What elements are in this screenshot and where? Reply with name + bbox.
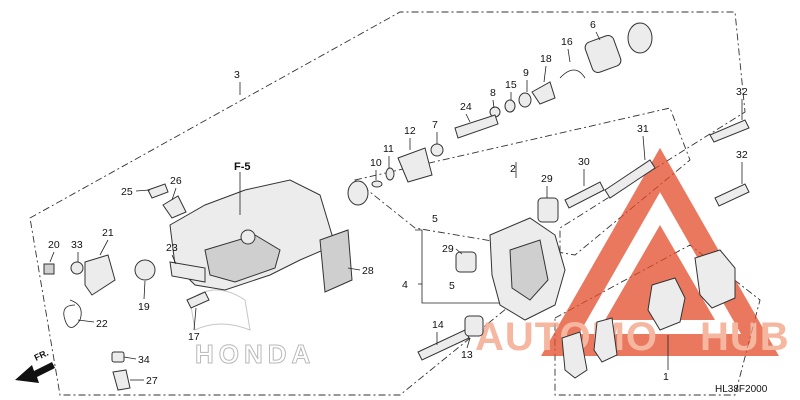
diagram-code: HL38F2000 — [715, 384, 768, 395]
part-label-20: 20 — [48, 239, 60, 251]
part-label-22: 22 — [96, 318, 108, 330]
part-label-23: 23 — [166, 242, 178, 254]
part-label-14: 14 — [432, 319, 444, 331]
part-label-19: 19 — [138, 301, 150, 313]
part-label-9: 9 — [523, 67, 529, 79]
part-label-30: 30 — [578, 156, 590, 168]
part-label-33: 33 — [71, 239, 83, 251]
front-direction-arrow: FR. — [15, 348, 55, 383]
part-label-6: 6 — [590, 19, 596, 31]
section-reference: F-5 — [234, 161, 251, 173]
part-label-31: 31 — [637, 123, 649, 135]
part-label-1: 1 — [663, 371, 669, 383]
direction-label: FR. — [33, 348, 50, 363]
part-label-25: 25 — [121, 186, 133, 198]
leader-lines — [49, 31, 743, 381]
part-label-13: 13 — [461, 349, 473, 361]
part-label-3: 3 — [234, 69, 240, 81]
part-label-24: 24 — [460, 101, 472, 113]
part-label-29a: 29 — [541, 173, 553, 185]
part-label-5a: 5 — [432, 213, 438, 225]
assembly-bracket-5 — [415, 229, 520, 304]
honda-wordmark: HONDA — [195, 339, 315, 369]
watermark-text-right: HUB — [700, 315, 790, 359]
caliper-bracket-body — [169, 179, 336, 291]
part-label-16: 16 — [561, 36, 573, 48]
honda-brand-mark: HONDA — [189, 289, 315, 370]
part-label-10: 10 — [370, 157, 382, 169]
part-label-26: 26 — [170, 175, 182, 187]
brake-pads — [561, 249, 736, 379]
part-label-17: 17 — [188, 331, 200, 343]
caliper-body — [489, 217, 566, 321]
part-label-34: 34 — [138, 354, 150, 366]
piston-assembly — [347, 22, 653, 206]
part-label-8: 8 — [490, 87, 496, 99]
part-labels: 1 2 3 4 5 5 6 7 8 9 10 11 12 13 14 15 16… — [48, 19, 748, 387]
part-label-11: 11 — [383, 143, 394, 155]
assembly-outline-3 — [29, 11, 746, 396]
part-label-21: 21 — [102, 227, 114, 239]
part-label-32b: 32 — [736, 149, 748, 161]
part-label-27: 27 — [146, 375, 158, 387]
part-label-28: 28 — [362, 265, 374, 277]
part-label-7: 7 — [432, 119, 438, 131]
part-label-15: 15 — [505, 79, 517, 91]
part-label-5b: 5 — [449, 280, 455, 292]
part-label-4: 4 — [402, 279, 408, 291]
pins-and-bolts — [417, 119, 750, 361]
part-label-29b: 29 — [442, 243, 454, 255]
part-label-2: 2 — [510, 163, 516, 175]
part-label-12: 12 — [404, 125, 416, 137]
part-label-18: 18 — [540, 53, 552, 65]
part-label-32a: 32 — [736, 86, 748, 98]
